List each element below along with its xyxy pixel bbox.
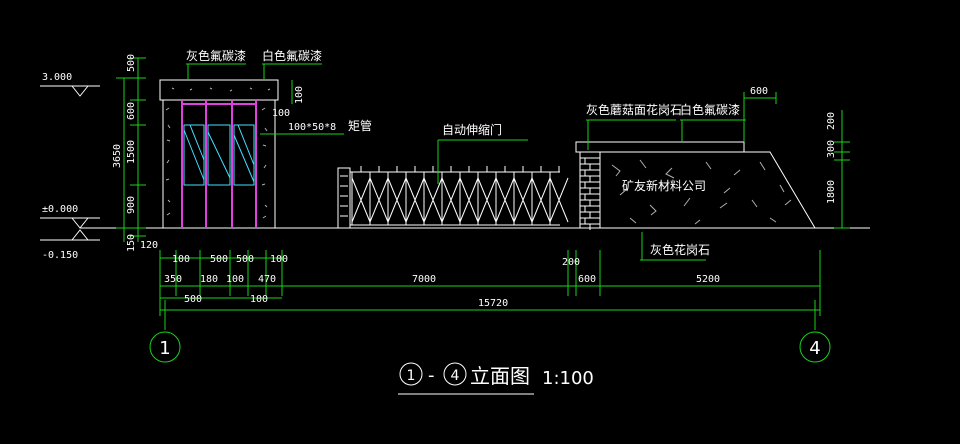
label-gray-paint: 灰色氟碳漆: [186, 49, 246, 63]
svg-text:600: 600: [578, 274, 596, 285]
telescopic-gate: [337, 166, 569, 229]
axis-bubble-1: [149, 331, 181, 363]
level-top: 3.000: [42, 72, 72, 83]
svg-text:200: 200: [826, 112, 837, 130]
title-text: 立面图: [470, 364, 530, 388]
svg-text:15720: 15720: [478, 298, 508, 309]
title-axis-start: 1: [407, 368, 416, 384]
title-axis-end: 4: [451, 368, 460, 384]
dimensions: [40, 57, 850, 330]
booth-stone-hatch: [165, 87, 271, 219]
svg-text:1800: 1800: [826, 180, 837, 204]
svg-text:500: 500: [184, 294, 202, 305]
svg-text:600: 600: [750, 86, 768, 97]
svg-text:7000: 7000: [412, 274, 436, 285]
label-gray-granite: 灰色花岗石: [650, 242, 710, 257]
svg-text:3650: 3650: [112, 144, 123, 168]
svg-text:100: 100: [226, 274, 244, 285]
svg-text:150: 150: [126, 234, 137, 252]
level-bottom: -0.150: [42, 250, 78, 261]
brick-courses: [580, 157, 600, 230]
level-zero: ±0.000: [42, 204, 78, 215]
svg-text:600: 600: [126, 102, 137, 120]
svg-text:100: 100: [270, 254, 288, 265]
svg-text:500: 500: [210, 254, 228, 265]
svg-text:200: 200: [562, 257, 580, 268]
axis-label-right: 4: [809, 338, 820, 359]
granite-panel: [599, 151, 816, 229]
label-white-paint-2: 白色氟碳漆: [680, 102, 740, 117]
guard-booth: [159, 79, 279, 229]
axis-label-left: 1: [159, 338, 170, 359]
svg-text:500: 500: [236, 254, 254, 265]
name-wall: [575, 141, 816, 230]
booth-roof-cap: [159, 79, 279, 101]
svg-text:100: 100: [250, 294, 268, 305]
granite-hatch: [611, 159, 792, 225]
label-white-paint: 白色氟碳漆: [262, 48, 322, 63]
label-tube-spec: 100*50*8: [288, 122, 336, 133]
svg-text:900: 900: [126, 196, 137, 214]
svg-text:500: 500: [126, 54, 137, 72]
svg-text:100: 100: [272, 108, 290, 119]
label-auto-gate: 自动伸缩门: [442, 122, 502, 137]
label-company: 矿友新材料公司: [622, 178, 706, 193]
gate-motor-box: [337, 167, 351, 229]
svg-text:100: 100: [172, 254, 190, 265]
dimension-texts: 500 600 1500 900 150 120 3650 100 100 20…: [112, 54, 837, 309]
svg-text:100: 100: [294, 86, 305, 104]
svg-text:5200: 5200: [696, 274, 720, 285]
glass-panes: [183, 124, 255, 186]
axis-bubble-4: [799, 331, 831, 363]
label-rect-tube: 矩管: [348, 118, 372, 133]
drawing-title: 1 - 4 立面图 1:100: [398, 362, 594, 395]
booth-body: [162, 99, 276, 229]
svg-text:120: 120: [140, 240, 158, 251]
wall-cap: [575, 141, 745, 153]
title-scale: 1:100: [542, 368, 594, 389]
svg-text:1500: 1500: [126, 140, 137, 164]
title-dash: -: [428, 365, 435, 386]
svg-text:180: 180: [200, 274, 218, 285]
svg-text:300: 300: [826, 140, 837, 158]
svg-text:350: 350: [164, 274, 182, 285]
gate-lattice: [351, 166, 569, 225]
svg-text:470: 470: [258, 274, 276, 285]
label-gray-granite-mush: 灰色蘑菇面花岗石: [586, 102, 682, 117]
